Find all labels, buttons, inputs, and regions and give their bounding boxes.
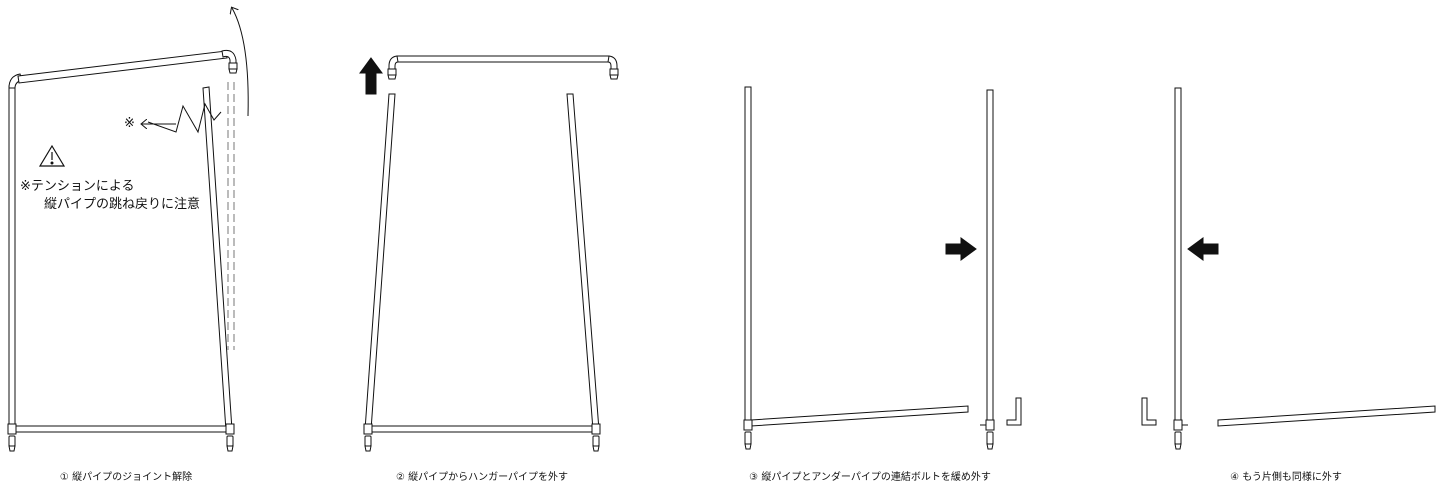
- top-right-elbow-tip: [228, 62, 238, 70]
- bottom-left-foot: [8, 435, 16, 447]
- bottom-right-cap: [986, 443, 994, 450]
- bottom-joint: [1173, 419, 1183, 431]
- step-1-caption: ① 縦パイプのジョイント解除: [59, 472, 193, 483]
- bottom-left-joint: [7, 423, 17, 435]
- bottom-left-foot: [744, 431, 752, 445]
- bottom-right-cap: [592, 445, 600, 452]
- bottom-right-joint: [985, 419, 995, 431]
- step-4-figure: [1141, 87, 1436, 450]
- bottom-left-foot: [364, 435, 372, 447]
- step-4-caption: ④ もう片側も同様に外す: [1230, 472, 1342, 483]
- lift-curve-arrow: [232, 8, 249, 117]
- hanger-right-tip: [609, 68, 619, 76]
- bottom-foot: [1174, 431, 1182, 445]
- left-vertical-pipe: [744, 86, 752, 428]
- right-vertical-pipe: [202, 86, 233, 432]
- hex-key-icon: [1006, 397, 1022, 426]
- arrow-up-icon: [359, 57, 383, 95]
- spring-zigzag: [147, 102, 222, 134]
- bottom-right-foot: [592, 435, 600, 447]
- hanger-pipe-removed: [396, 55, 610, 63]
- under-pipe: [750, 405, 969, 427]
- bottom-right-cap: [226, 445, 234, 452]
- step-1-figure: [7, 8, 249, 452]
- left-vertical-pipe: [364, 93, 396, 431]
- hanger-left-elbow: [388, 55, 399, 71]
- spring-mark: ※: [124, 116, 135, 131]
- bottom-right-foot: [986, 431, 994, 445]
- warning-line-1: ※テンションによる: [20, 179, 135, 194]
- step-2-figure: [359, 55, 619, 452]
- right-vertical-pipe: [986, 89, 994, 428]
- hanger-pipe: [17, 50, 228, 84]
- top-right-elbow-cap: [228, 68, 238, 74]
- bottom-right-joint: [591, 423, 601, 435]
- under-pipe: [371, 425, 595, 433]
- hanger-left-cap: [387, 74, 397, 80]
- bottom-left-cap: [744, 443, 752, 450]
- hanger-right-cap: [609, 74, 619, 80]
- hanger-right-elbow: [607, 55, 618, 71]
- bottom-left-joint: [743, 419, 753, 431]
- bottom-left-cap: [364, 445, 372, 452]
- bottom-cap: [1174, 443, 1182, 450]
- vertical-pipe: [1174, 87, 1182, 428]
- step-3-figure: [743, 86, 1022, 450]
- bottom-right-foot: [226, 435, 234, 447]
- warning-line-2: 縦パイプの跳ね戻りに注意: [44, 197, 201, 212]
- under-pipe-detached: [1217, 405, 1436, 427]
- hanger-left-tip: [387, 68, 397, 76]
- warning-triangle-icon: [38, 144, 66, 167]
- arrow-right-icon: [945, 237, 977, 261]
- left-vertical-pipe: [8, 85, 16, 431]
- under-pipe: [14, 425, 229, 433]
- arrow-left-icon: [1187, 237, 1219, 261]
- hex-key-icon: [1141, 397, 1157, 426]
- step-2-caption: ② 縦パイプからハンガーパイプを外す: [395, 472, 569, 483]
- bottom-left-joint: [363, 423, 373, 435]
- bottom-right-joint: [225, 423, 235, 435]
- bottom-left-cap: [8, 445, 16, 452]
- right-vertical-pipe: [566, 93, 600, 431]
- step-3-caption: ③ 縦パイプとアンダーパイプの連結ボルトを緩め外す: [749, 472, 991, 483]
